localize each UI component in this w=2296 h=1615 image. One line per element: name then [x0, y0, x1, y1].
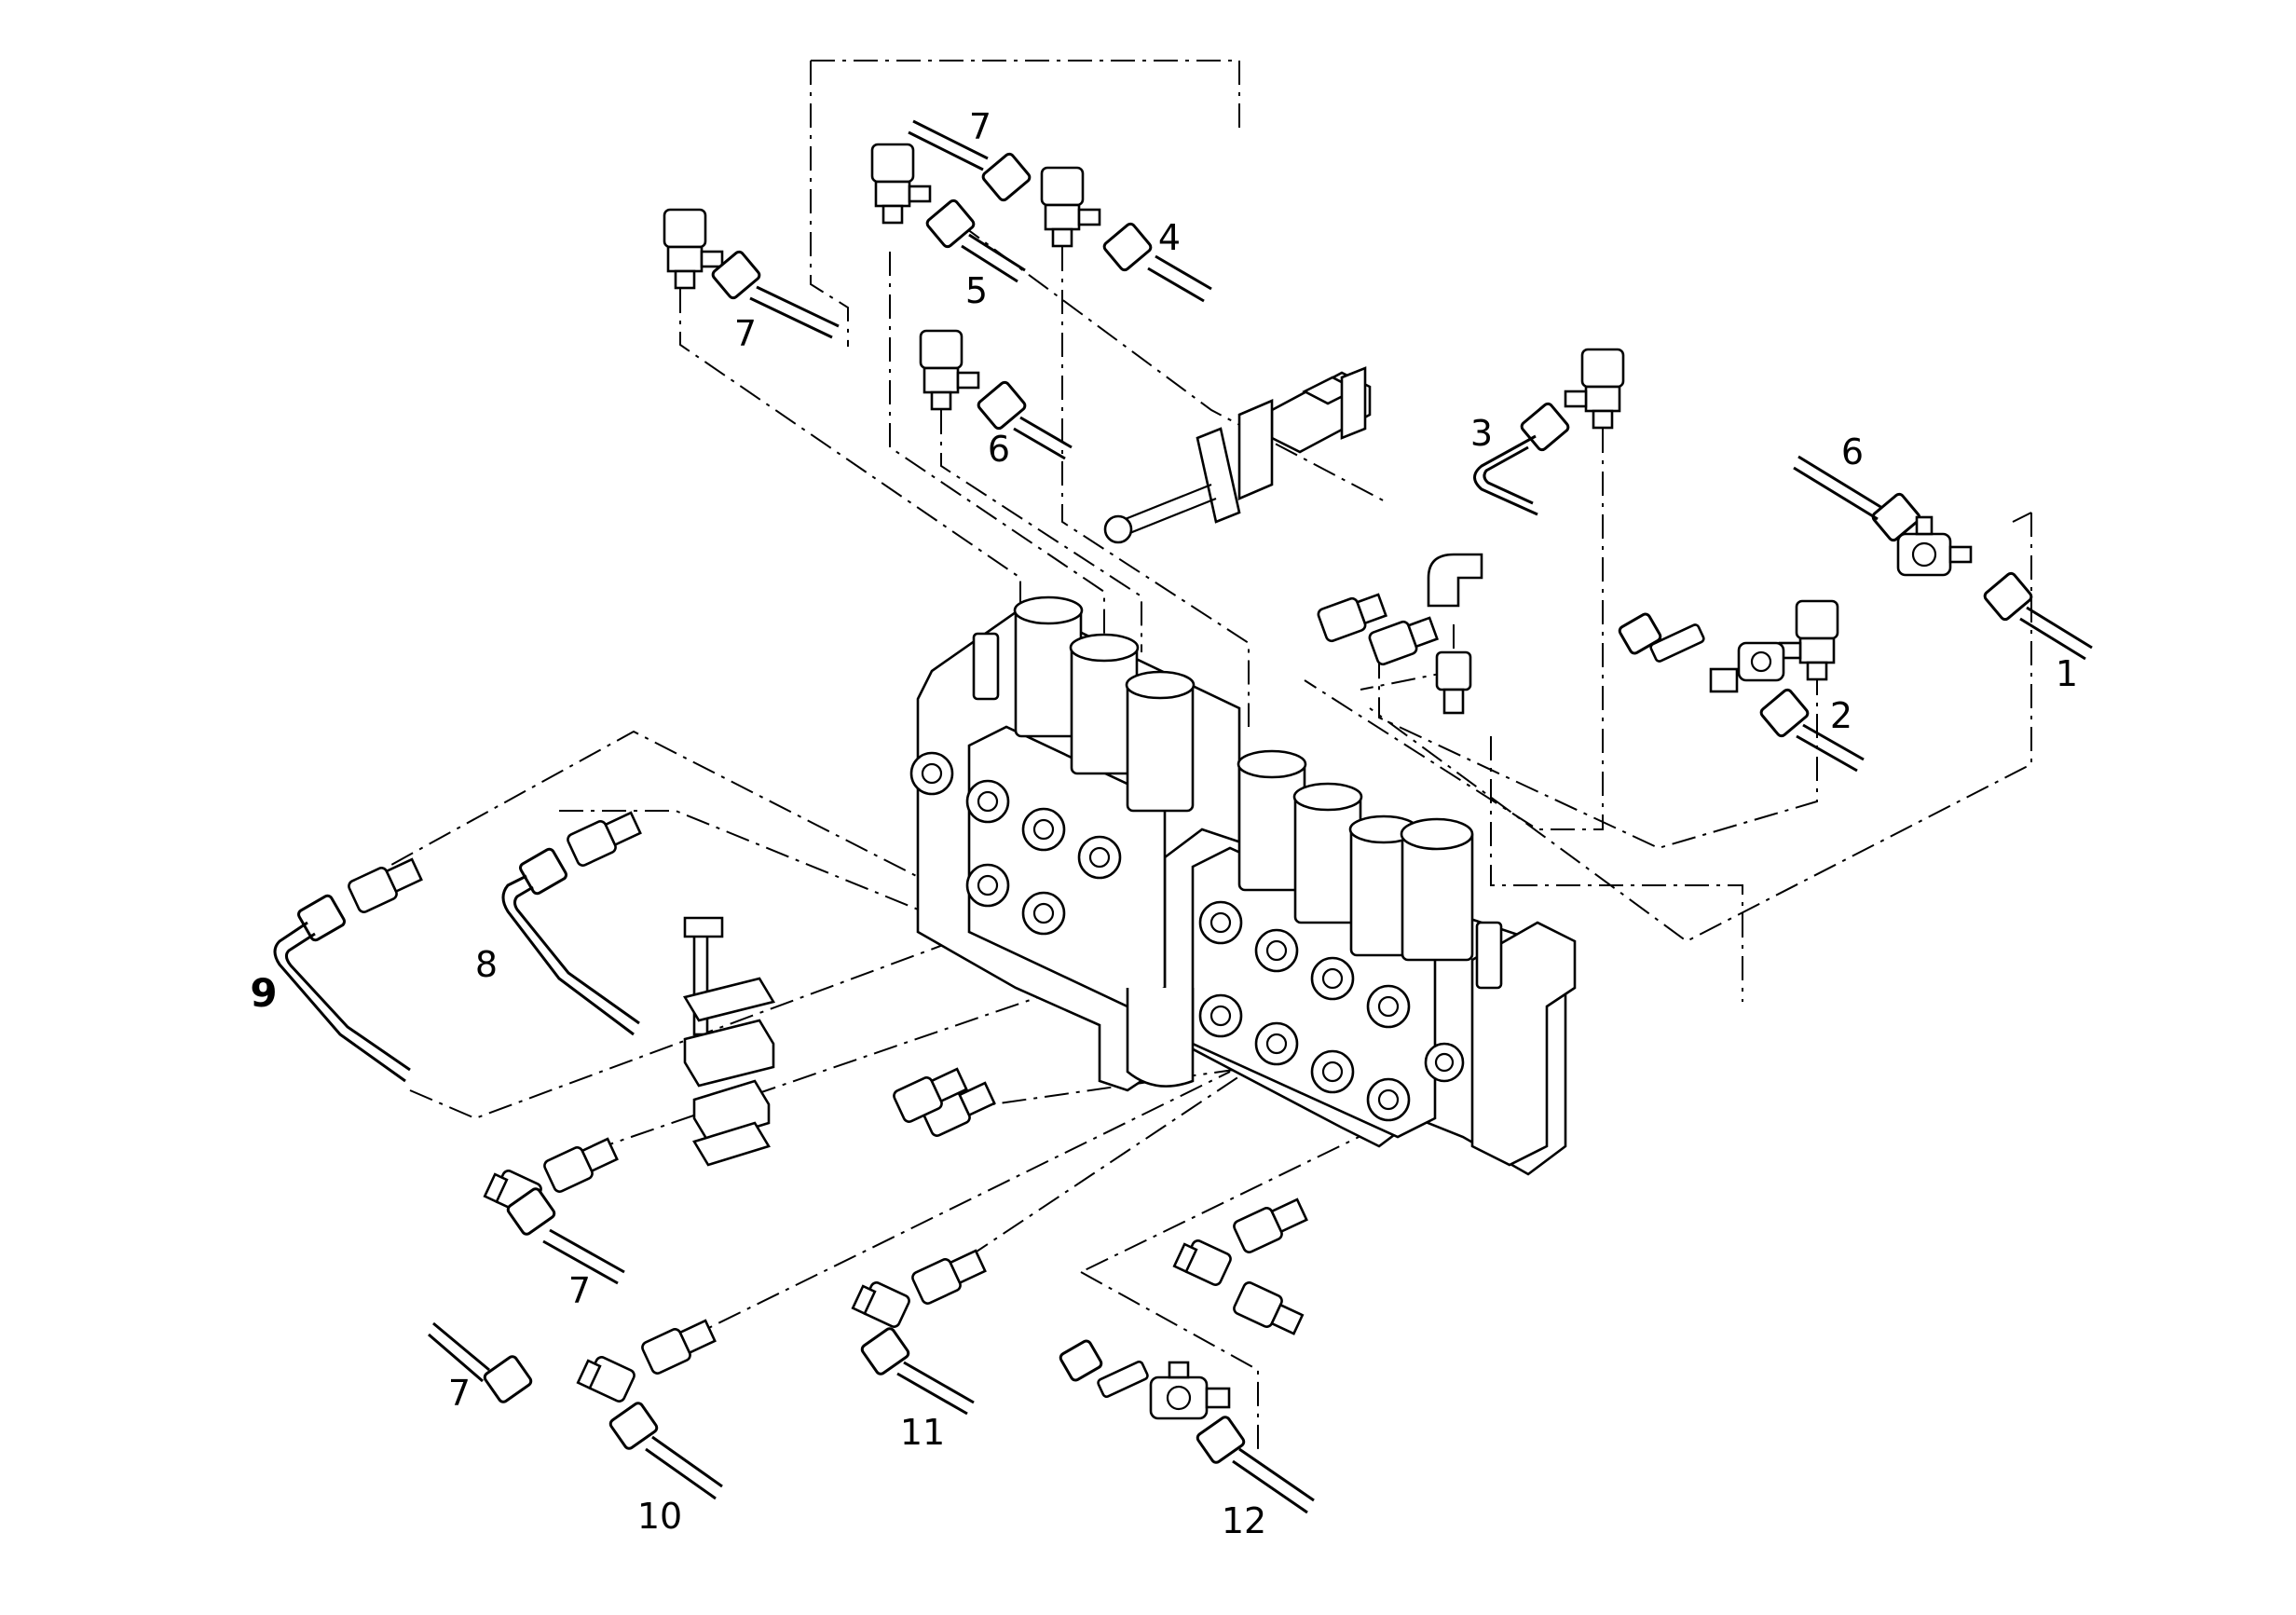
- callout-1: 1: [2055, 653, 2079, 694]
- valve-block: [909, 595, 1577, 1176]
- callout-4: 4: [1157, 217, 1182, 258]
- callout-7: 7: [968, 106, 992, 147]
- callout-7: 7: [733, 313, 758, 354]
- callout-7: 7: [567, 1270, 592, 1311]
- clamps: [682, 366, 1372, 1167]
- callout-11: 11: [899, 1412, 946, 1453]
- callout-7: 7: [447, 1373, 472, 1414]
- callout-9: 9: [250, 970, 278, 1016]
- tubes: [273, 119, 2093, 1514]
- callout-6: 6: [987, 429, 1011, 470]
- callout-5: 5: [964, 270, 989, 311]
- callout-2: 2: [1829, 695, 1853, 736]
- fittings: [297, 143, 2033, 1464]
- callout-10: 10: [636, 1496, 683, 1537]
- callout-6: 6: [1840, 431, 1865, 472]
- callout-3: 3: [1469, 413, 1494, 454]
- callout-12: 12: [1221, 1500, 1267, 1541]
- callout-8: 8: [474, 944, 499, 985]
- leader-lines: [353, 60, 2032, 1454]
